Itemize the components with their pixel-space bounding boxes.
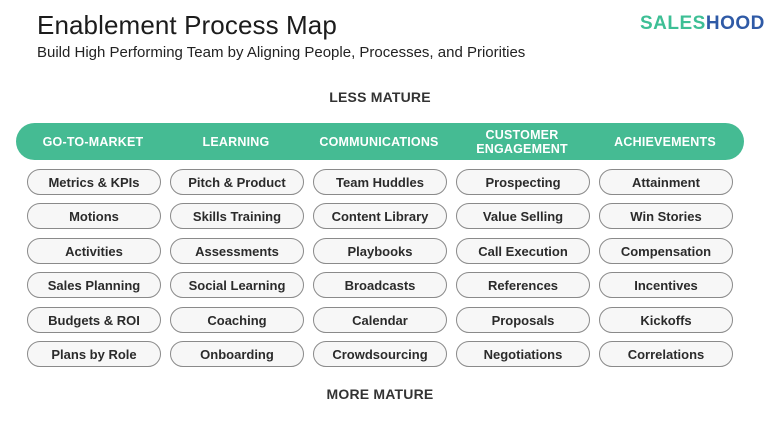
less-mature-label: LESS MATURE (329, 89, 431, 105)
item-content-library[interactable]: Content Library (313, 203, 447, 229)
item-prospecting[interactable]: Prospecting (456, 169, 590, 195)
more-mature-label: MORE MATURE (326, 386, 434, 402)
item-kickoffs[interactable]: Kickoffs (599, 307, 733, 333)
column-heading-customer-engagement: CUSTOMER ENGAGEMENT (452, 123, 592, 160)
item-metrics-kpis[interactable]: Metrics & KPIs (27, 169, 161, 195)
item-pitch-product[interactable]: Pitch & Product (170, 169, 304, 195)
item-attainment[interactable]: Attainment (599, 169, 733, 195)
page-title: Enablement Process Map (37, 10, 337, 40)
column-heading-achievements: ACHIEVEMENTS (614, 134, 716, 149)
item-sales-planning[interactable]: Sales Planning (27, 272, 161, 298)
item-broadcasts[interactable]: Broadcasts (313, 272, 447, 298)
column-heading-line: ENGAGEMENT (476, 141, 568, 156)
item-compensation[interactable]: Compensation (599, 238, 733, 264)
item-negotiations[interactable]: Negotiations (456, 341, 590, 367)
item-incentives[interactable]: Incentives (599, 272, 733, 298)
item-references[interactable]: References (456, 272, 590, 298)
item-budgets-roi[interactable]: Budgets & ROI (27, 307, 161, 333)
item-team-huddles[interactable]: Team Huddles (313, 169, 447, 195)
column-heading-go-to-market: GO-TO-MARKET (42, 134, 144, 149)
item-activities[interactable]: Activities (27, 238, 161, 264)
item-win-stories[interactable]: Win Stories (599, 203, 733, 229)
item-onboarding[interactable]: Onboarding (170, 341, 304, 367)
saleshood-logo: SALESHOOD (640, 13, 765, 35)
item-calendar[interactable]: Calendar (313, 307, 447, 333)
column-heading-communications: COMMUNICATIONS (319, 134, 439, 149)
page-subtitle: Build High Performing Team by Aligning P… (37, 44, 526, 61)
item-assessments[interactable]: Assessments (170, 238, 304, 264)
logo-part-sales: SALES (640, 13, 706, 34)
item-correlations[interactable]: Correlations (599, 341, 733, 367)
column-heading-learning: LEARNING (202, 134, 270, 149)
logo-part-hood: HOOD (705, 13, 765, 34)
item-playbooks[interactable]: Playbooks (313, 238, 447, 264)
item-motions[interactable]: Motions (27, 203, 161, 229)
item-call-execution[interactable]: Call Execution (456, 238, 590, 264)
item-social-learning[interactable]: Social Learning (170, 272, 304, 298)
item-coaching[interactable]: Coaching (170, 307, 304, 333)
item-plans-by-role[interactable]: Plans by Role (27, 341, 161, 367)
item-value-selling[interactable]: Value Selling (456, 203, 590, 229)
category-header-bar: GO-TO-MARKET LEARNING COMMUNICATIONS CUS… (16, 123, 744, 160)
item-proposals[interactable]: Proposals (456, 307, 590, 333)
item-skills-training[interactable]: Skills Training (170, 203, 304, 229)
item-crowdsourcing[interactable]: Crowdsourcing (313, 341, 447, 367)
column-heading-line: CUSTOMER (485, 127, 559, 142)
